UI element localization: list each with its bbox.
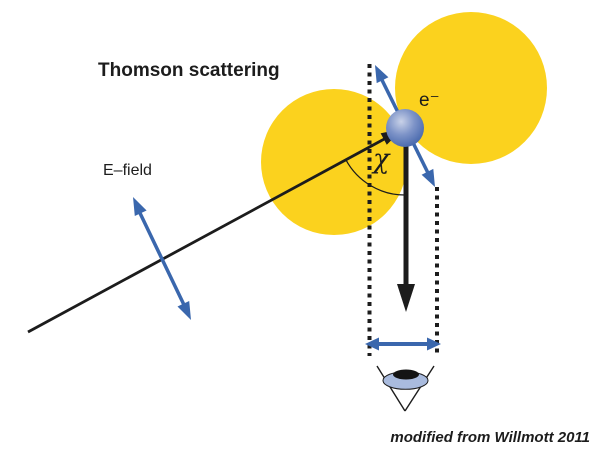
scattered-beam-arrow (397, 140, 415, 312)
electron-sphere (386, 109, 424, 147)
eye-lid-right (404, 365, 435, 412)
width-arrowhead-right (427, 337, 441, 351)
efield-arrow-shaft (137, 210, 187, 308)
efield-arrowhead-up (133, 197, 147, 216)
oscillation-arrowhead-down (421, 168, 435, 187)
scattered-beam-arrowhead (397, 284, 415, 312)
eye-pupil (393, 369, 419, 380)
radiation-lobe-right (395, 12, 547, 164)
apparent-width-double-arrow (365, 337, 441, 351)
figure-title: Thomson scattering (98, 60, 280, 81)
eye-lid-left (376, 365, 406, 412)
efield-label: E–field (103, 162, 152, 179)
electron-label: e⁻ (419, 90, 440, 111)
efield-double-arrow (133, 197, 191, 320)
oscillation-arrowhead-up (375, 65, 389, 84)
width-arrowhead-left (365, 337, 379, 351)
observer-eye-icon (376, 365, 435, 412)
incident-beam-line (27, 135, 389, 334)
credit-text: modified from Willmott 2011 (390, 429, 590, 446)
efield-arrowhead-down (177, 301, 191, 320)
scattering-angle-label: χ (373, 144, 390, 175)
